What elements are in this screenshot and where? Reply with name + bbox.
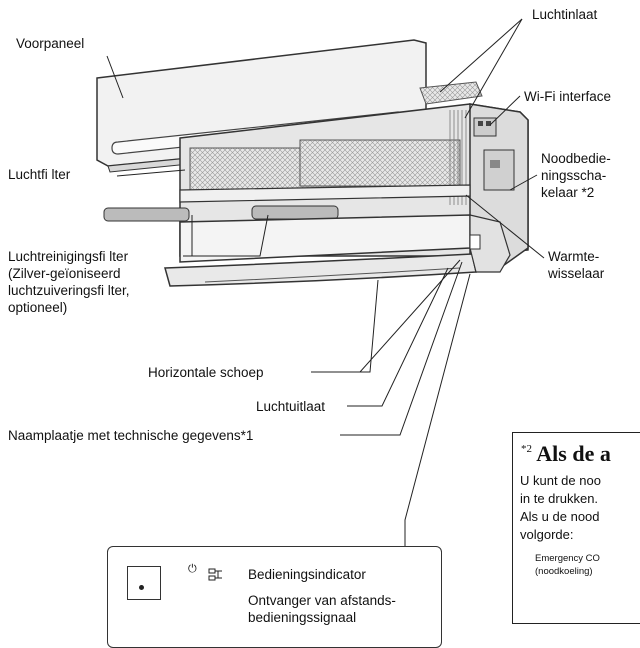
label-emergency-switch: Noodbedie- ningsscha- kelaar *2 <box>541 151 611 200</box>
air-conditioner-illustration <box>96 18 545 608</box>
emergency-note-box: *2 Als de a U kunt de noo in te drukken.… <box>512 432 640 624</box>
label-air-filter: Luchtfi lter <box>8 167 71 182</box>
note-small-2: (noodkoeling) <box>535 566 593 577</box>
note-line-1: U kunt de noo <box>520 473 601 488</box>
label-horizontal-flap: Horizontale schoep <box>148 365 264 380</box>
note-line-3: Als u de nood <box>520 509 600 524</box>
label-wifi-interface: Wi-Fi interface <box>524 89 612 104</box>
label-nameplate: Naamplaatje met technische gegevens*1 <box>8 428 254 443</box>
label-heat-exchanger: Warmte- wisselaar <box>548 249 605 281</box>
label-remote-receiver: Ontvanger van afstands- bedieningssignaa… <box>248 593 396 625</box>
unit-body-drawing <box>103 81 529 287</box>
receiver-dot <box>139 585 144 590</box>
label-air-purifying-filter: Luchtreinigingsfi lter (Zilver-geïonisee… <box>8 249 130 315</box>
label-operation-indicator: Bedieningsindicator <box>248 567 366 582</box>
note-line-4: volgorde: <box>520 527 574 542</box>
receiver-window <box>127 566 161 600</box>
note-small-1: Emergency CO <box>535 553 600 564</box>
power-icon: ⏻ <box>188 563 197 575</box>
note-title: *2 Als de a <box>521 441 611 467</box>
label-air-inlet: Luchtinlaat <box>532 7 598 22</box>
label-air-outlet: Luchtuitlaat <box>256 399 326 414</box>
indicator-lamp-icon <box>208 568 222 581</box>
indicator-detail-box: ⏻ Bedieningsindicator Ontvanger van afst… <box>107 546 442 648</box>
note-title-text: Als de a <box>536 441 611 466</box>
note-line-2: in te drukken. <box>520 491 599 506</box>
label-front-panel: Voorpaneel <box>16 36 85 51</box>
note-marker: *2 <box>521 443 532 455</box>
